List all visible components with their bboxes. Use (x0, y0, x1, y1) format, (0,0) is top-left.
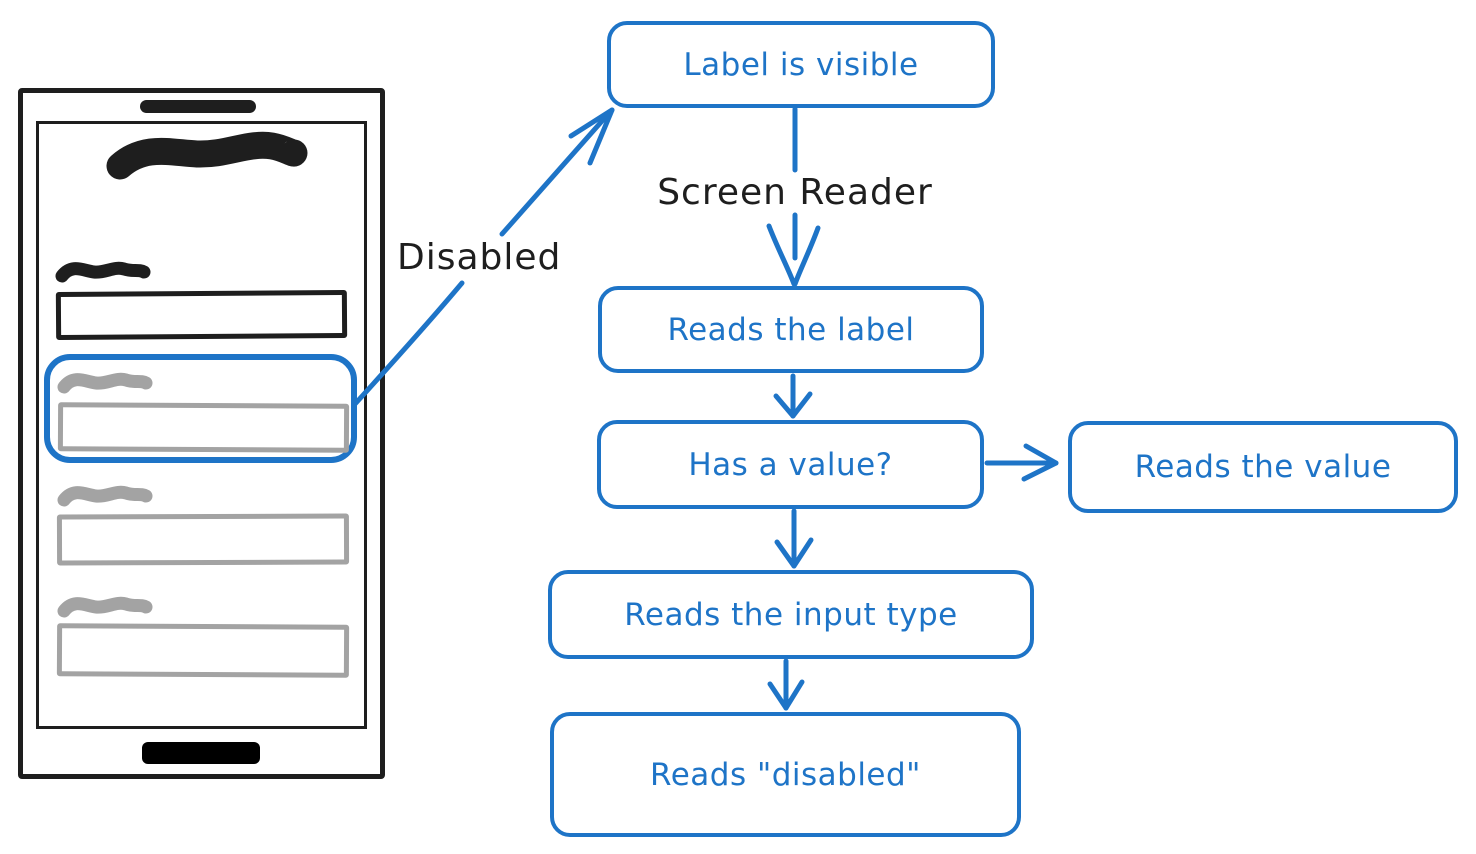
phone-speaker-bar (140, 100, 256, 113)
screen-reader-annotation: Screen Reader (657, 172, 933, 213)
flow-node-reads-label: Reads the label (598, 286, 984, 373)
has-value-to-reads-value-arrow (984, 443, 1059, 482)
flow-node-label-visible: Label is visible (607, 21, 995, 108)
flow-node-has-value: Has a value? (597, 420, 984, 509)
disabled-text-input-3 (56, 623, 350, 678)
disabled-input-highlight (44, 354, 357, 463)
has-value-to-input-type-arrow (774, 508, 814, 569)
flow-node-reads-value: Reads the value (1068, 421, 1458, 513)
disabled-text-input (57, 402, 350, 453)
disabled-annotation: Disabled (397, 237, 562, 278)
input-type-to-disabled-arrow (767, 658, 805, 711)
reads-label-to-has-value-arrow (773, 373, 813, 419)
flow-node-reads-input-type: Reads the input type (548, 570, 1034, 659)
phone-home-button (142, 742, 260, 764)
disabled-text-input-2 (56, 513, 350, 566)
flow-node-reads-disabled: Reads "disabled" (550, 712, 1021, 837)
enabled-text-input (55, 289, 348, 341)
